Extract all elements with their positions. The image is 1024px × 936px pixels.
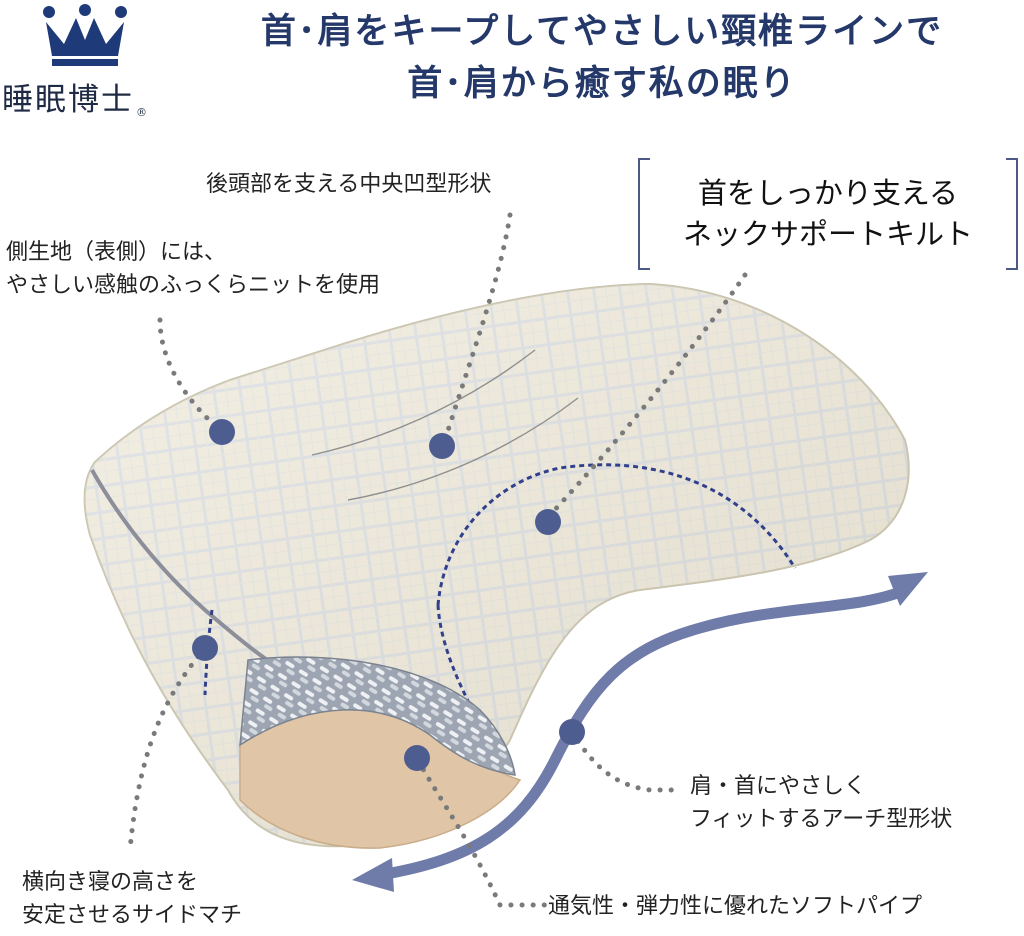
marker-pipe [404,745,430,771]
brand-name-text: 睡眠博士 [2,82,134,118]
leader-gusset [127,645,208,853]
marker-fabric [209,419,235,445]
brand-logo: 睡眠博士® [0,0,190,120]
leader-quilt [547,272,748,518]
arch-arrow [352,572,928,892]
label-side-gusset-line-1: 横向き寝の高さを [22,870,199,895]
leader-arch [569,729,685,793]
leader-fabric [157,317,223,433]
label-soft-pipe: 通気性・弾力性に優れたソフトパイプ [548,894,923,919]
leader-center [442,212,513,443]
leader-pipe [415,757,548,908]
headline-line-2: 首･肩から癒す私の眠り [407,64,797,104]
callout-line-1: 首をしっかり支える [697,176,959,210]
marker-gusset [192,635,218,661]
label-side-gusset-line-2: 安定させるサイドマチ [22,903,243,928]
label-center-hollow: 後頭部を支える中央凹型形状 [206,172,492,197]
marker-quilt [535,509,561,535]
marker-arch [559,719,585,745]
crown-icon [43,4,127,66]
center-groove-2 [347,397,579,501]
label-fabric-line-2: やさしい感触のふっくらニットを使用 [6,273,381,298]
headline-line-1: 首･肩をキープしてやさしい頸椎ラインで [260,12,944,52]
callout-text: 首をしっかり支える ネックサポートキルト [638,173,1018,255]
label-arch-line-1: 肩・首にやさしく [690,774,867,799]
label-fabric-line-1: 側生地（表側）には、 [6,240,227,265]
label-arch: 肩・首にやさしく フィットするアーチ型形状 [690,770,952,836]
callout-bracket-right [1006,158,1018,270]
soft-pipe-cutaway [239,656,516,776]
label-arch-line-2: フィットするアーチ型形状 [690,807,953,832]
headline: 首･肩をキープしてやさしい頸椎ラインで 首･肩から癒す私の眠り [180,6,1024,110]
label-fabric: 側生地（表側）には、 やさしい感触のふっくらニットを使用 [6,236,380,302]
registered-mark: ® [136,106,147,119]
center-groove-1 [311,349,536,456]
callout-bracket-left [638,158,650,270]
marker-center [429,433,455,459]
brand-name: 睡眠博士® [2,74,147,119]
label-side-gusset: 横向き寝の高さを 安定させるサイドマチ [22,866,242,932]
callout-line-2: ネックサポートキルト [682,217,973,251]
neck-quilt-callout: 首をしっかり支える ネックサポートキルト [638,158,1018,270]
